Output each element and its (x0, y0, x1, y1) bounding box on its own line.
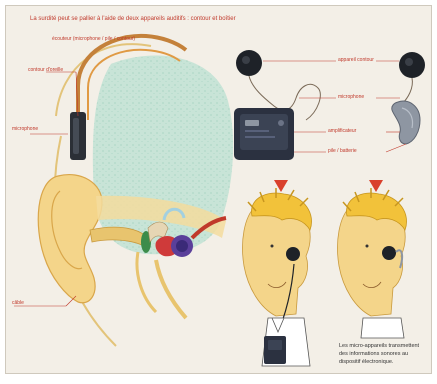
person-left (243, 188, 312, 366)
earphone-left-icon (236, 50, 262, 76)
behind-ear-aid-icon (392, 101, 420, 144)
caption-text: Les micro-appareils transmettent des inf… (339, 342, 429, 366)
label-micro-right: microphone (338, 94, 364, 100)
label-contour: contour d'oreille (28, 67, 63, 73)
label-cable: câble (12, 300, 24, 306)
diagram-title: La surdité peut se pallier à l'aide de d… (30, 16, 410, 23)
eustachian-tube (156, 260, 186, 318)
label-ampli: amplificateur (328, 128, 356, 134)
earphone-right-icon (399, 52, 425, 78)
illustration-frame: La surdité peut se pallier à l'aide de d… (5, 5, 432, 374)
label-micro: microphone (12, 126, 38, 132)
label-ecouteur-principal: écouteur (microphone / pile / contour) (52, 36, 135, 42)
cable-right (402, 78, 412, 104)
label-contour-top: appareil contour (338, 57, 374, 63)
person-right (338, 188, 407, 338)
label-pile: pile / batterie (328, 148, 357, 154)
